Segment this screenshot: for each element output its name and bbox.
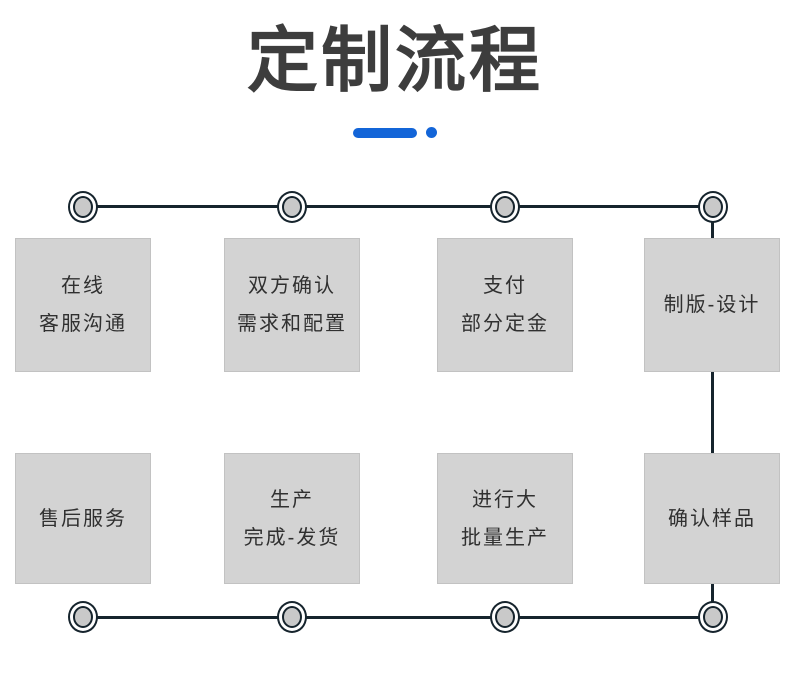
step-box-pay-deposit: 支付 部分定金 [437,238,573,372]
connector-line-bottom [83,616,713,619]
timeline-node-core [282,606,302,628]
step-box-production-ship: 生产 完成-发货 [224,453,360,584]
timeline-node-icon [490,191,520,223]
timeline-node-icon [277,601,307,633]
step-text-line: 确认样品 [668,507,756,530]
step-text-line: 生产 [270,488,314,511]
timeline-node-core [703,606,723,628]
timeline-node-icon [277,191,307,223]
timeline-node-icon [698,601,728,633]
step-text-line: 制版-设计 [663,294,761,316]
timeline-node-core [73,606,93,628]
step-box-online-service: 在线 客服沟通 [15,238,151,372]
step-text-line: 客服沟通 [39,313,127,335]
step-box-mass-production: 进行大 批量生产 [437,453,573,584]
page-title: 定制流程 [246,22,543,101]
step-text-line: 支付 [483,275,527,297]
title-underline [353,127,437,138]
step-text-line: 部分定金 [461,313,549,335]
timeline-node-icon [698,191,728,223]
timeline-node-core [495,196,515,218]
timeline-node-icon [68,191,98,223]
underline-dot-icon [426,127,437,138]
underline-bar-icon [353,127,417,138]
timeline-node-core [495,606,515,628]
timeline-node-core [703,196,723,218]
step-text-line: 批量生产 [461,526,549,549]
step-text-line: 售后服务 [39,507,127,530]
step-text-line: 进行大 [472,488,538,511]
step-box-plate-design: 制版-设计 [644,238,780,372]
timeline-node-core [73,196,93,218]
step-box-confirm-sample: 确认样品 [644,453,780,584]
step-box-confirm-requirements: 双方确认 需求和配置 [224,238,360,372]
step-text-line: 需求和配置 [237,313,347,335]
timeline-node-core [282,196,302,218]
step-text-line: 在线 [61,275,105,297]
step-box-aftersales: 售后服务 [15,453,151,584]
step-text-line: 完成-发货 [243,526,341,549]
connector-line-top [83,205,713,208]
step-text-line: 双方确认 [248,275,336,297]
timeline-node-icon [68,601,98,633]
connector-line-vertical [711,208,714,618]
timeline-node-icon [490,601,520,633]
